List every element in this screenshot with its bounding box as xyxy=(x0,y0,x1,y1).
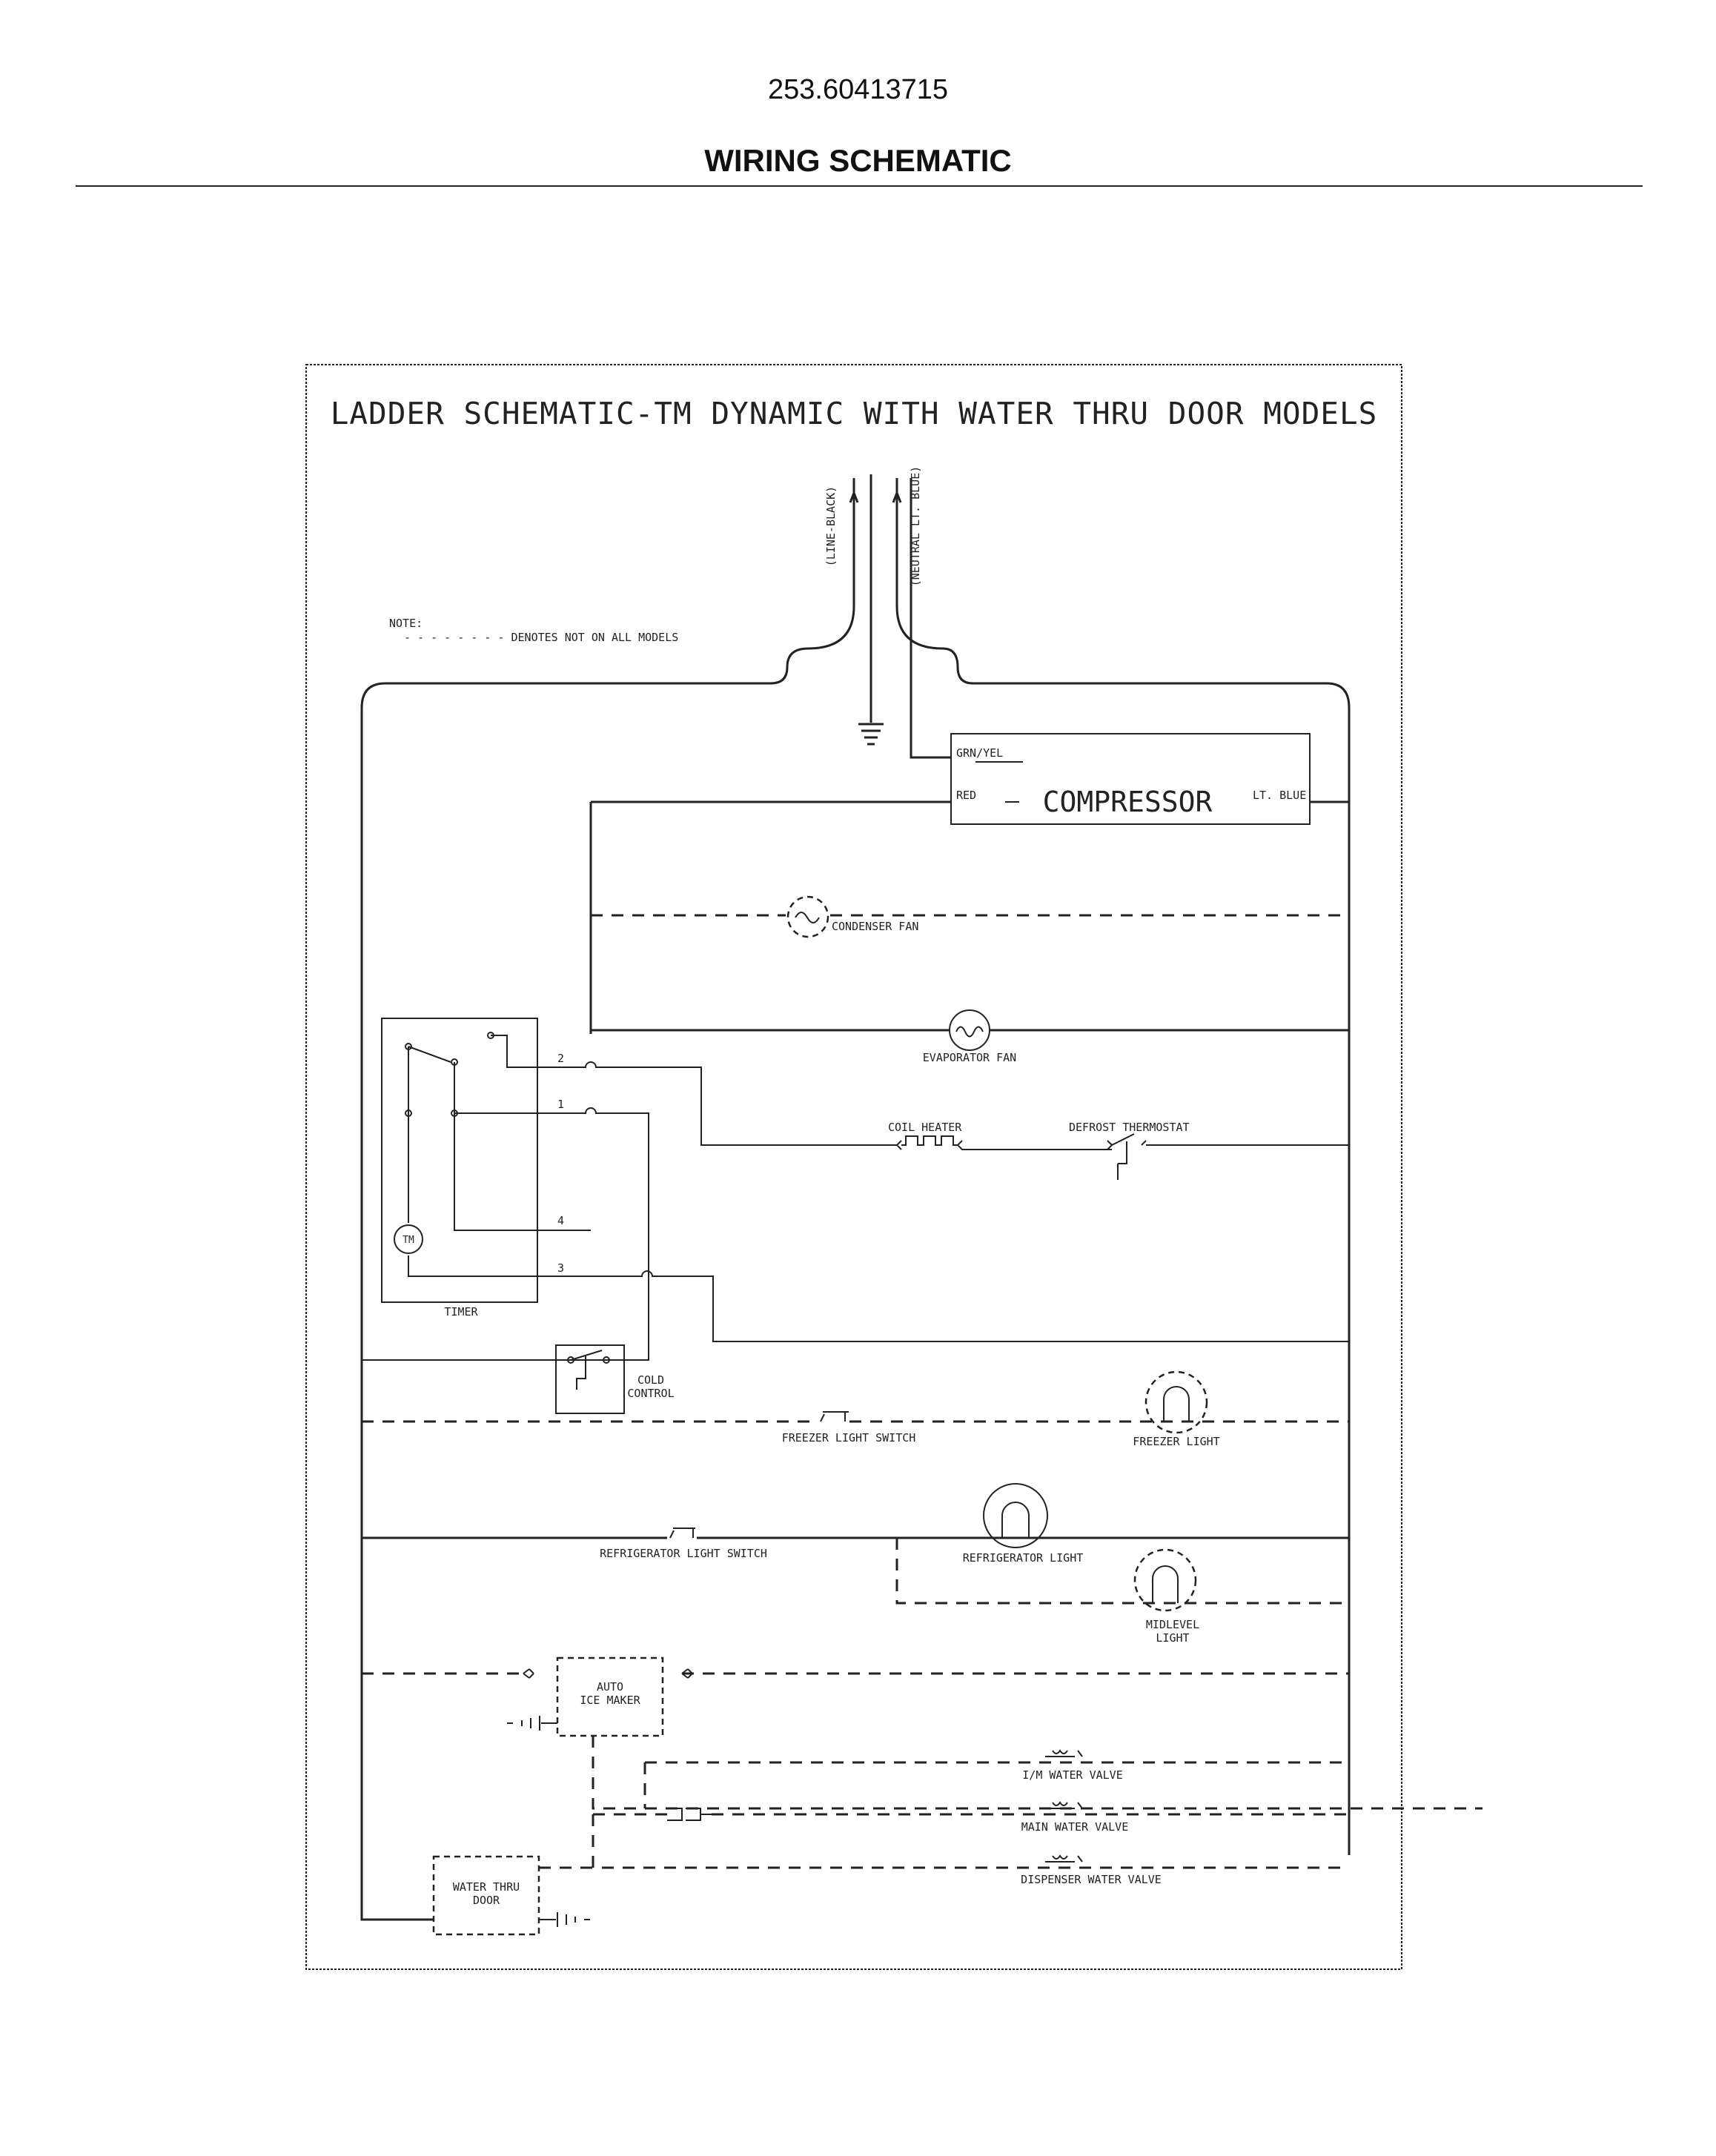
condenser-fan xyxy=(591,895,1349,938)
auto-ice-maker-label-1: AUTO xyxy=(597,1680,623,1694)
model-number: 253.60413715 xyxy=(767,74,949,105)
compressor-leads xyxy=(975,761,1023,803)
section-title: WIRING SCHEMATIC xyxy=(704,143,1012,178)
evaporator-fan xyxy=(591,1009,1349,1051)
note-heading: NOTE: xyxy=(389,617,423,630)
water-valves xyxy=(592,1749,1349,1869)
schematic-frame xyxy=(305,364,1402,1970)
midlevel-light-label-1: MIDLEVEL xyxy=(1146,1618,1199,1631)
im-water-valve-label: I/M WATER VALVE xyxy=(1022,1768,1122,1782)
evaporator-fan-label: EVAPORATOR FAN xyxy=(923,1051,1016,1064)
timer-terminal-1: 1 xyxy=(557,1098,564,1111)
cold-control-label-2: CONTROL xyxy=(627,1387,674,1400)
condenser-fan-label: CONDENSER FAN xyxy=(832,920,918,933)
main-water-valve-label: MAIN WATER VALVE xyxy=(1021,1820,1129,1834)
note-text: - - - - - - - - DENOTES NOT ON ALL MODEL… xyxy=(404,631,678,644)
timer-terminal-3: 3 xyxy=(557,1261,564,1275)
cold-control-label-1: COLD xyxy=(637,1373,664,1387)
refrigerator-light-rung xyxy=(362,1483,1349,1612)
lt-blue-label: LT. BLUE xyxy=(1253,789,1306,802)
coil-heater xyxy=(890,1135,1112,1150)
grn-yel-label: GRN/YEL xyxy=(956,746,1003,760)
freezer-light-rung xyxy=(362,1370,1349,1434)
freezer-light-label: FREEZER LIGHT xyxy=(1133,1435,1219,1448)
timer-motor-icon: TM xyxy=(403,1235,414,1246)
water-thru-door xyxy=(432,1855,593,1936)
refrigerator-light-label: REFRIGERATOR LIGHT xyxy=(963,1551,1084,1565)
timer-label: TIMER xyxy=(444,1305,478,1319)
dispenser-water-valve-label: DISPENSER WATER VALVE xyxy=(1021,1873,1162,1886)
timer-terminal-2: 2 xyxy=(557,1052,564,1065)
water-thru-door-label-1: WATER THRU xyxy=(453,1880,520,1894)
midlevel-light-label-2: LIGHT xyxy=(1156,1631,1189,1645)
red-label: RED xyxy=(956,789,976,802)
line-black-label: (LINE-BLACK) xyxy=(824,486,838,566)
ladder-schematic-title: LADDER SCHEMATIC-TM DYNAMIC WITH WATER T… xyxy=(331,396,1378,431)
timer-terminal-4: 4 xyxy=(557,1214,564,1227)
water-thru-door-label-2: DOOR xyxy=(473,1894,500,1907)
timer-box xyxy=(381,1018,538,1303)
defrost-thermostat xyxy=(1107,1133,1349,1180)
power-leads xyxy=(360,474,1351,1921)
timer-internals xyxy=(394,1032,537,1277)
compressor-label: COMPRESSOR xyxy=(1043,786,1213,818)
cold-control xyxy=(555,1344,625,1414)
freezer-light-switch-label: FREEZER LIGHT SWITCH xyxy=(782,1431,916,1444)
timer-wiring xyxy=(362,1061,1349,1361)
auto-ice-maker-label-2: ICE MAKER xyxy=(580,1694,640,1707)
auto-ice-maker xyxy=(362,1656,1483,1810)
coil-heater-label: COIL HEATER xyxy=(888,1121,962,1134)
defrost-thermostat-label: DEFROST THERMOSTAT xyxy=(1069,1121,1190,1134)
header-rule xyxy=(76,185,1643,187)
neutral-label: (NEUTRAL LT. BLUE) xyxy=(909,466,922,587)
compressor-box xyxy=(950,733,1311,825)
refrigerator-light-switch-label: REFRIGERATOR LIGHT SWITCH xyxy=(600,1547,767,1560)
